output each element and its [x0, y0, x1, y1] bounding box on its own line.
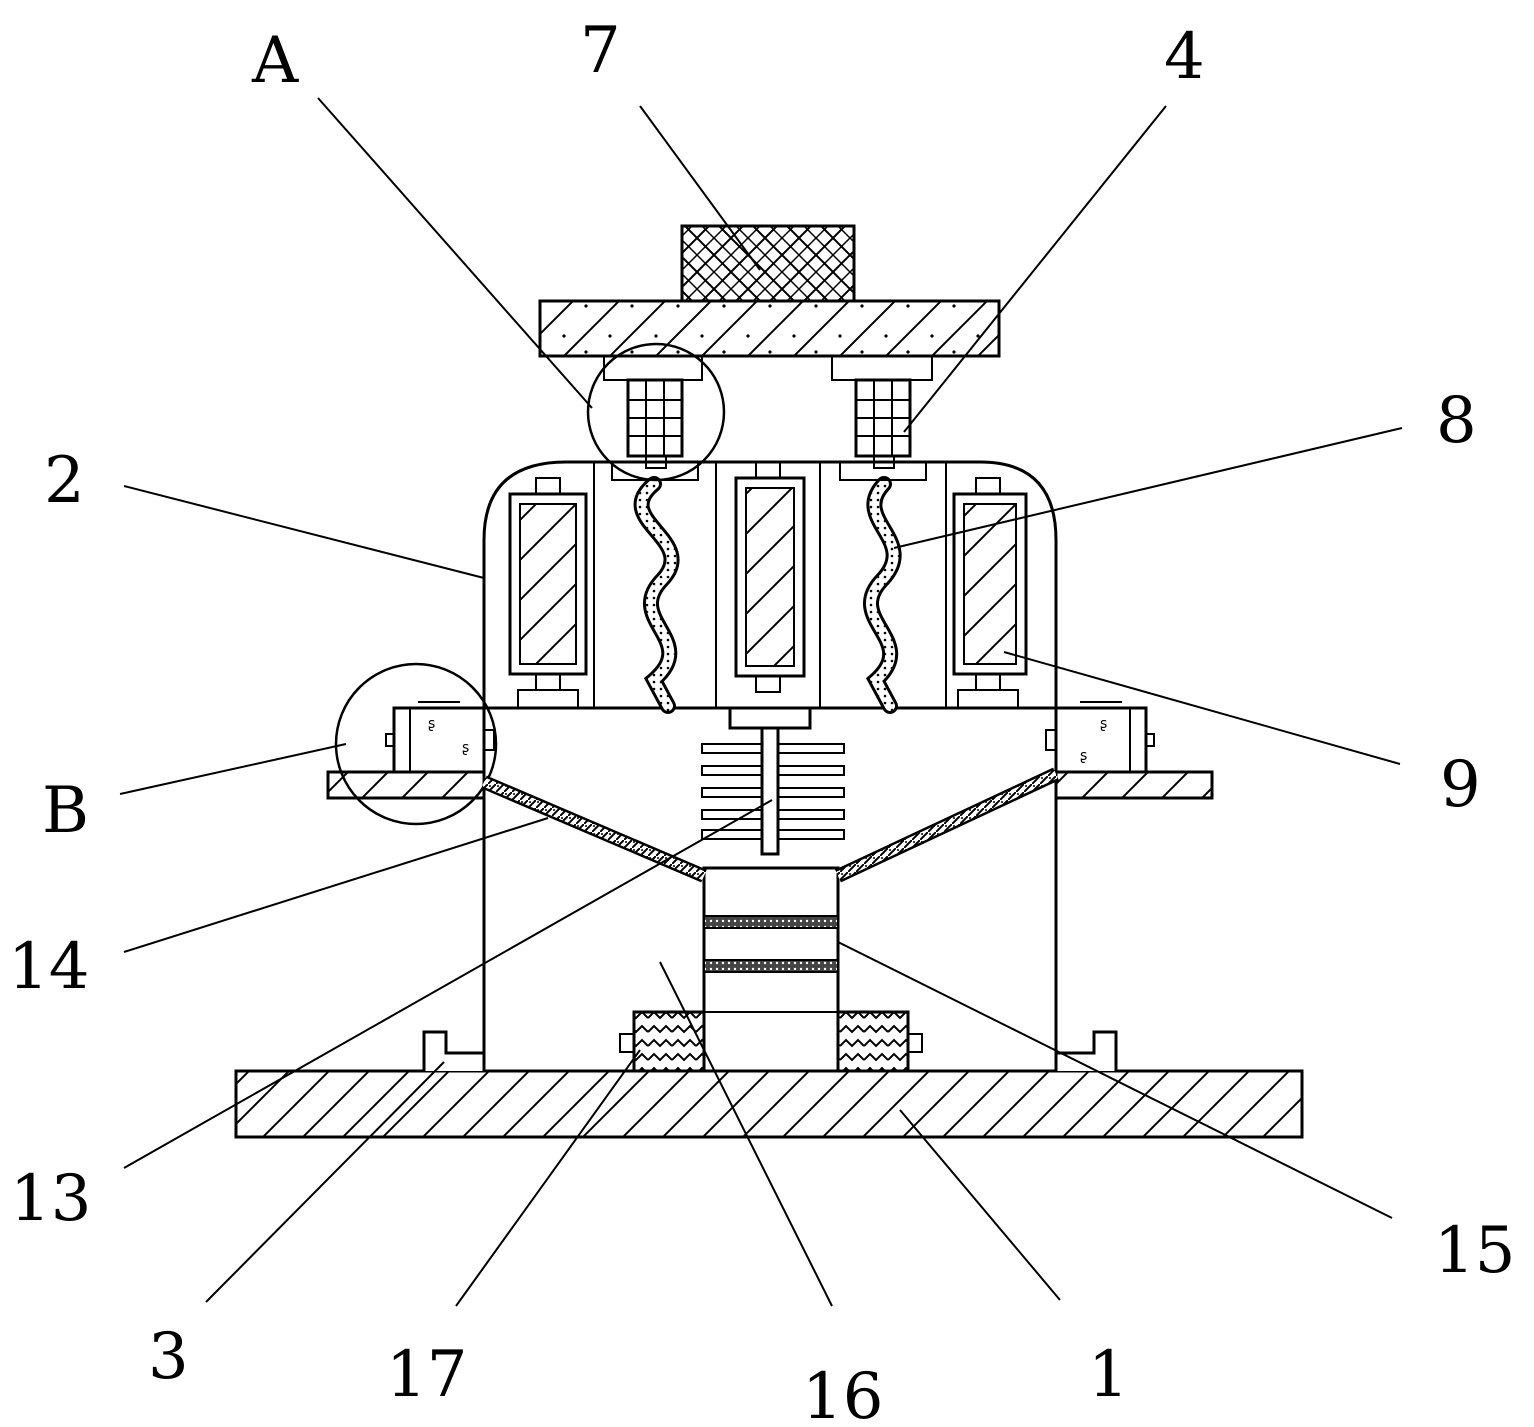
- leader-14: [123, 817, 549, 953]
- label-a: A: [251, 24, 299, 98]
- zigzag-spring-left: [632, 1010, 706, 1073]
- left-ledge: [326, 770, 486, 800]
- leader-4: [903, 105, 1167, 433]
- shaft-mount: [728, 706, 812, 730]
- base-plate: [234, 1069, 1304, 1139]
- leader-8: [893, 427, 1403, 549]
- label-9: 9: [1440, 748, 1481, 822]
- top-block: [680, 224, 856, 303]
- leader-13: [123, 799, 773, 1169]
- label-16: 16: [802, 1360, 883, 1427]
- cooling-fins: [701, 743, 845, 840]
- leader-15: [837, 941, 1393, 1219]
- label-13: 13: [10, 1162, 91, 1236]
- leader-16: [659, 961, 833, 1307]
- leader-2: [123, 485, 485, 579]
- center-shaft: [760, 726, 780, 856]
- right-ledge: [1054, 770, 1214, 800]
- label-8: 8: [1436, 384, 1477, 458]
- right-side-box: ʂ ʂ: [1045, 701, 1155, 774]
- label-17: 17: [386, 1338, 467, 1412]
- label-3: 3: [148, 1320, 189, 1394]
- cylinder-band-2: [703, 959, 839, 973]
- leader-17: [455, 1049, 641, 1307]
- left-foot-bracket: [422, 1030, 486, 1071]
- svg-text:ʂ: ʂ: [428, 716, 435, 732]
- leader-3: [205, 1061, 445, 1303]
- cylinder-band-1: [703, 915, 839, 929]
- label-15: 15: [1434, 1214, 1515, 1288]
- leader-9: [1003, 651, 1401, 765]
- leader-7: [639, 105, 761, 271]
- svg-text:ʂ: ʂ: [1080, 748, 1087, 764]
- label-2: 2: [44, 444, 85, 518]
- label-1: 1: [1088, 1338, 1129, 1412]
- svg-text:ʂ: ʂ: [1100, 716, 1107, 732]
- spring-column-left: [603, 355, 703, 481]
- label-4: 4: [1164, 20, 1205, 94]
- detail-circle-b: [334, 662, 498, 826]
- label-7: 7: [580, 14, 621, 88]
- left-side-box: ʂ ʂ: [385, 701, 495, 774]
- leader-a: [317, 97, 593, 409]
- leader-1: [899, 1109, 1061, 1301]
- damper-right: [952, 477, 1028, 709]
- damper-center: [734, 461, 806, 693]
- detail-circle-a: [586, 342, 726, 482]
- label-14: 14: [8, 930, 89, 1004]
- damper-left: [508, 477, 588, 709]
- label-b: B: [42, 774, 89, 848]
- zigzag-spring-right: [836, 1010, 910, 1073]
- leader-b: [119, 743, 347, 795]
- top-plate: [538, 299, 1001, 358]
- spring-column-right: [831, 355, 933, 481]
- svg-text:ʂ: ʂ: [462, 740, 469, 756]
